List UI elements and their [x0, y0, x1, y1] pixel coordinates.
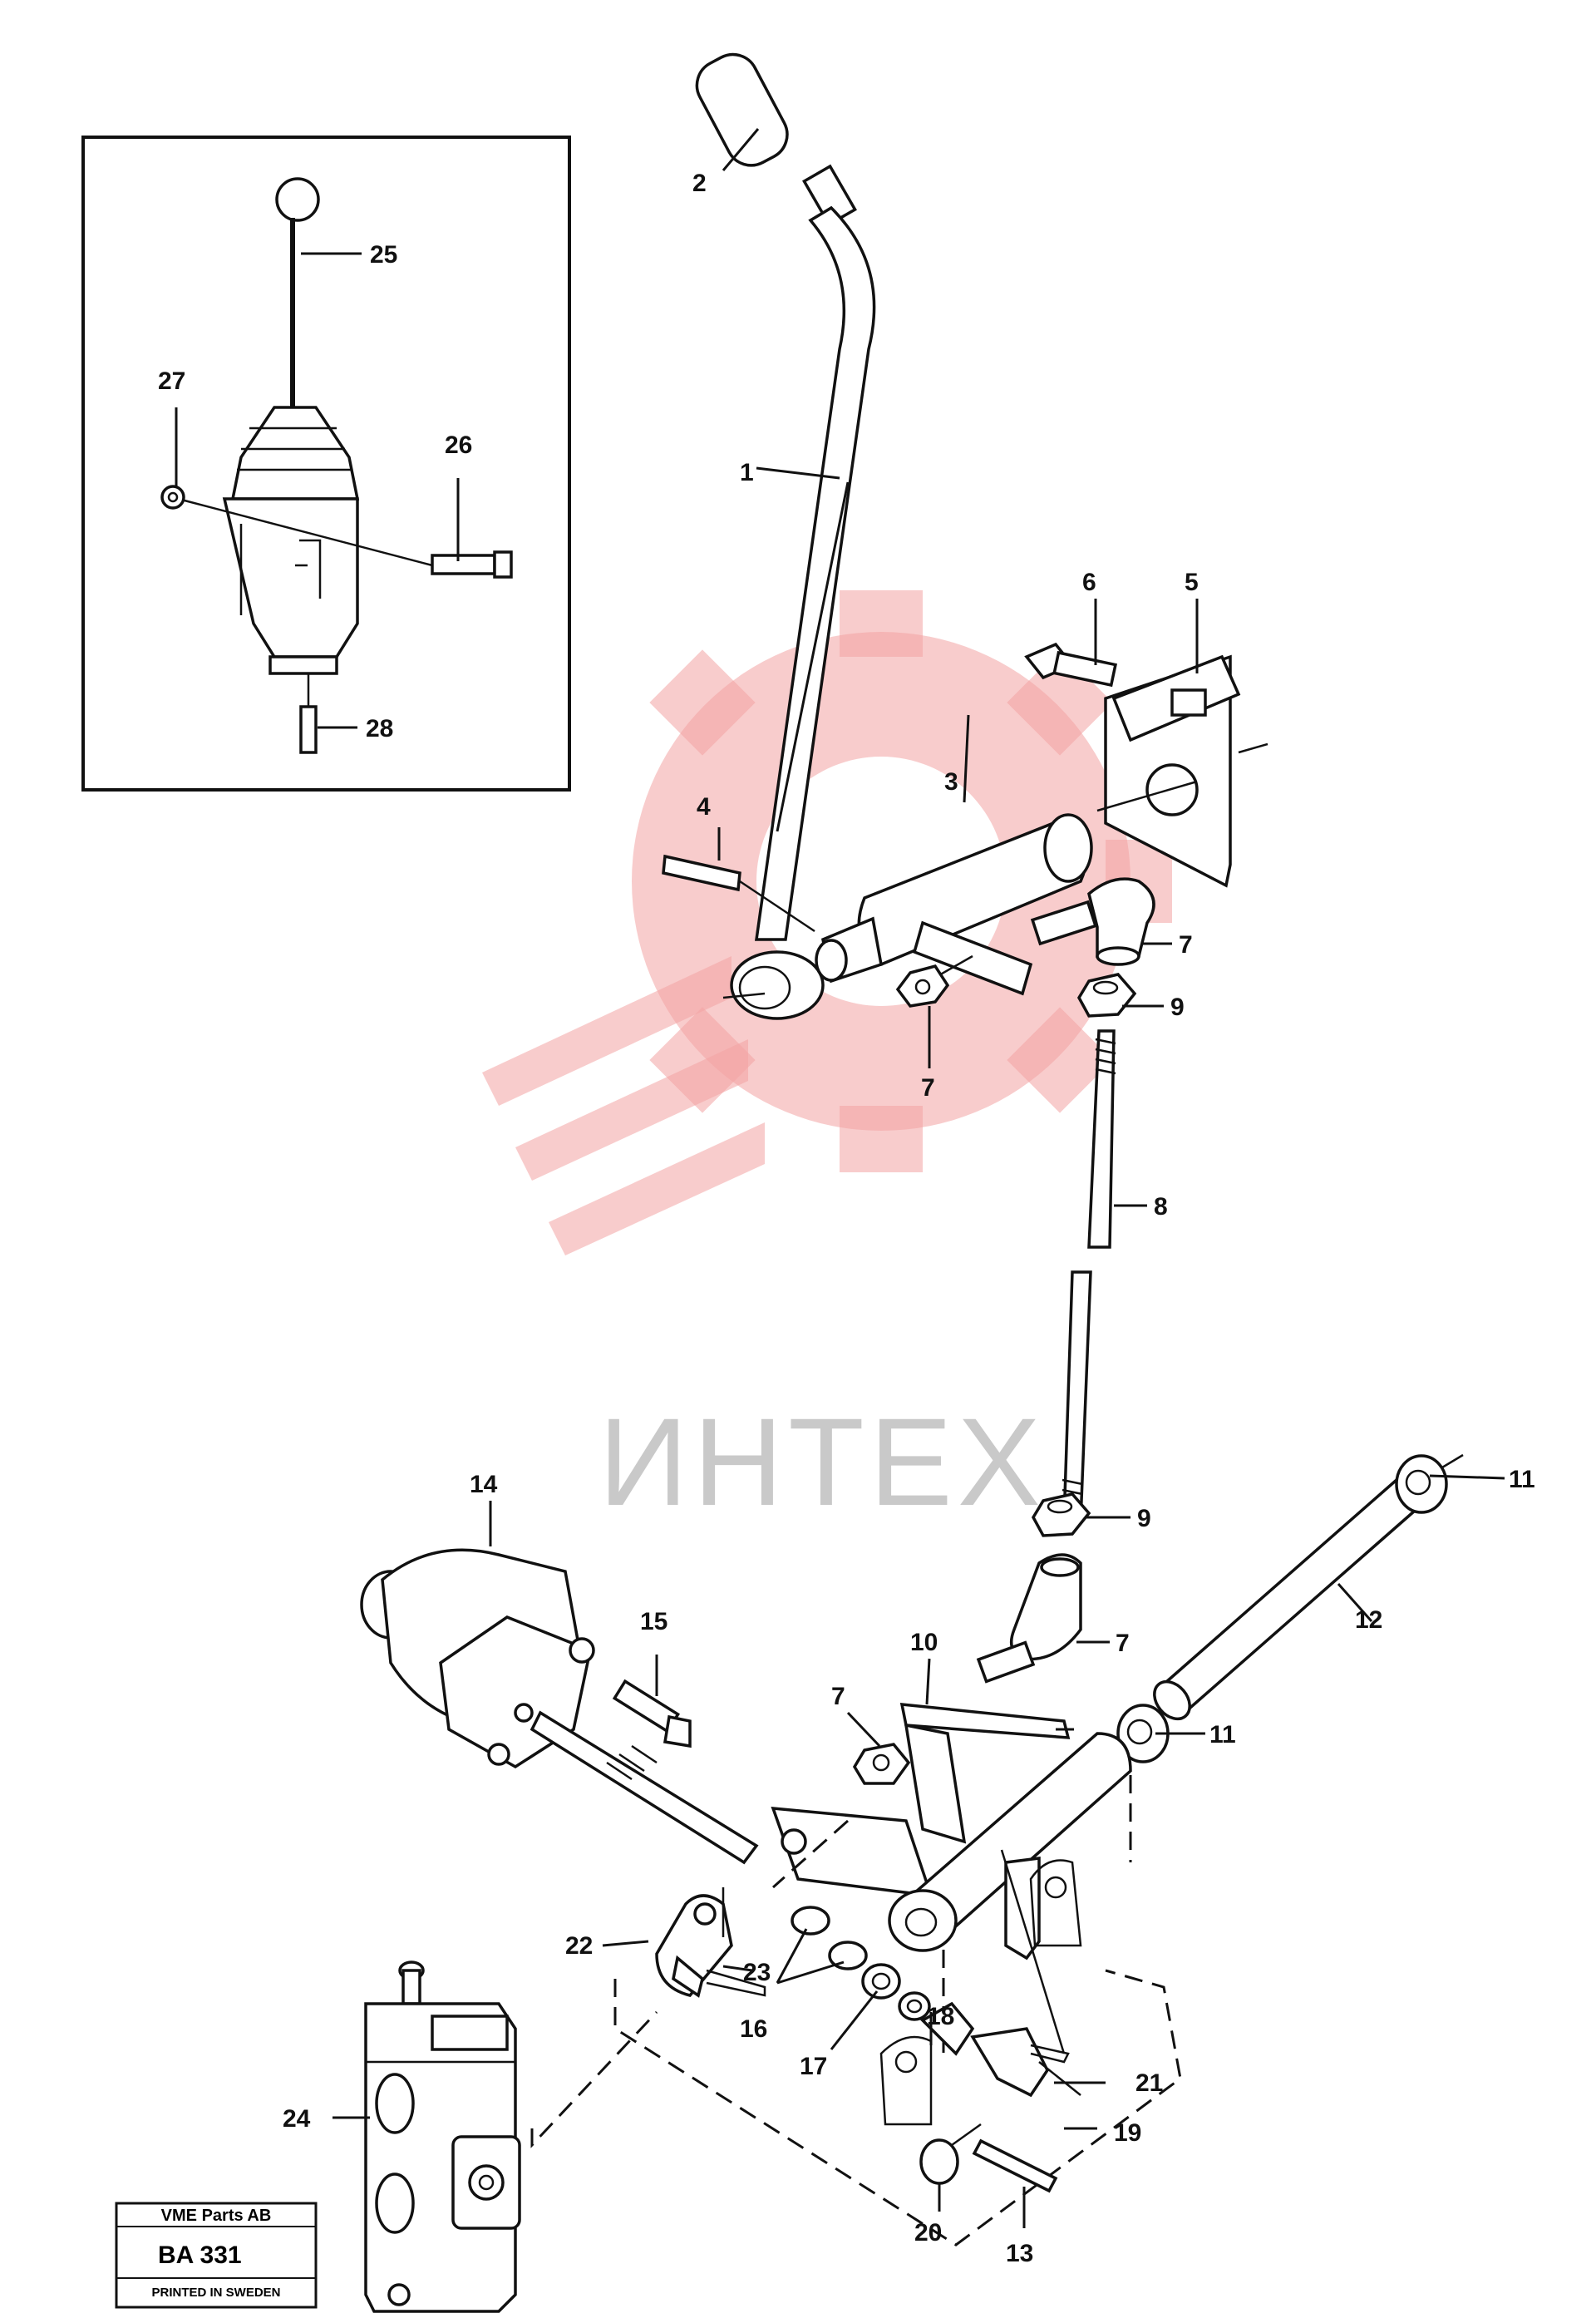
bolt-6	[1024, 642, 1118, 688]
callout-21: 21	[1135, 2069, 1163, 2097]
callout-7c: 7	[1116, 1630, 1130, 1657]
callout-28: 28	[366, 715, 393, 742]
callout-27: 27	[158, 367, 185, 395]
callout-15: 15	[640, 1608, 667, 1635]
main-lever	[695, 52, 876, 1020]
callout-12: 12	[1355, 1606, 1382, 1634]
pin-20	[919, 2123, 982, 2185]
callout-18: 18	[927, 2003, 954, 2030]
link-dashed-2	[613, 1969, 1182, 2246]
callout-7d: 7	[831, 1683, 845, 1710]
ball-joint-7-lower	[976, 1553, 1082, 1684]
leader-lines	[175, 128, 1505, 2228]
link-dashed	[530, 2010, 658, 2148]
plate-footer: PRINTED IN SWEDEN	[151, 2286, 280, 2300]
bracket-10	[771, 1703, 1132, 2062]
title-plate: VME Parts AB BA 331 PRINTED IN SWEDEN	[115, 2202, 318, 2309]
clevis-plates	[879, 1849, 1082, 2126]
tube-12	[1116, 1453, 1464, 1763]
washer-17	[861, 1963, 901, 2000]
callout-9b: 9	[1137, 1505, 1151, 1532]
callout-10: 10	[910, 1629, 938, 1656]
callout-26: 26	[445, 432, 472, 459]
callout-8: 8	[1154, 1193, 1168, 1221]
callout-5: 5	[1185, 569, 1199, 596]
plate-company: VME Parts AB	[161, 2207, 272, 2225]
callout-1: 1	[740, 459, 754, 486]
callout-11a: 11	[1509, 1466, 1535, 1493]
callout-11b: 11	[1209, 1721, 1236, 1748]
inset-joystick	[81, 136, 571, 792]
rod-8	[1062, 1029, 1116, 1523]
nut-7-lower	[852, 1743, 911, 1785]
lever-22	[655, 1887, 766, 1998]
callout-3: 3	[944, 768, 958, 796]
callout-20: 20	[914, 2219, 942, 2246]
callout-14: 14	[470, 1471, 498, 1498]
watermark-text: ИНТЕХ	[598, 1392, 1046, 1531]
clevis-19	[920, 2001, 1081, 2098]
pin-13	[972, 2138, 1058, 2193]
callout-9a: 9	[1170, 994, 1185, 1021]
bolt-15	[612, 1679, 692, 1748]
washers-16	[791, 1906, 868, 1970]
callout-22: 22	[565, 1932, 593, 1960]
callout-19: 19	[1114, 2119, 1141, 2147]
callout-labels: 1 2 3 4 5 6 7 7 7 7 8 9 9 10 11 11 12 13…	[158, 170, 1535, 2267]
bracket-5	[1096, 654, 1268, 888]
valve-14	[360, 1548, 759, 1865]
callout-16: 16	[740, 2015, 767, 2043]
valve-block-24	[364, 1960, 521, 2313]
callout-23: 23	[743, 1959, 771, 1986]
callout-25: 25	[370, 241, 397, 269]
callout-24: 24	[283, 2105, 311, 2133]
plate-code: BA 331	[158, 2242, 242, 2269]
nut-9-lower	[1031, 1492, 1091, 1537]
callout-7b: 7	[921, 1074, 935, 1102]
callout-13: 13	[1006, 2240, 1033, 2267]
washer-18	[898, 1991, 931, 2021]
nut-7-shaft	[895, 964, 950, 1008]
ball-joint-7-top	[1030, 877, 1155, 966]
nut-9-upper	[1076, 973, 1137, 1018]
callout-4: 4	[697, 793, 711, 821]
shaft-3	[815, 813, 1093, 996]
callout-2: 2	[692, 170, 707, 197]
callout-7a: 7	[1179, 931, 1193, 959]
pin-4	[662, 854, 815, 933]
callout-17: 17	[800, 2053, 827, 2080]
callout-6: 6	[1082, 569, 1096, 596]
